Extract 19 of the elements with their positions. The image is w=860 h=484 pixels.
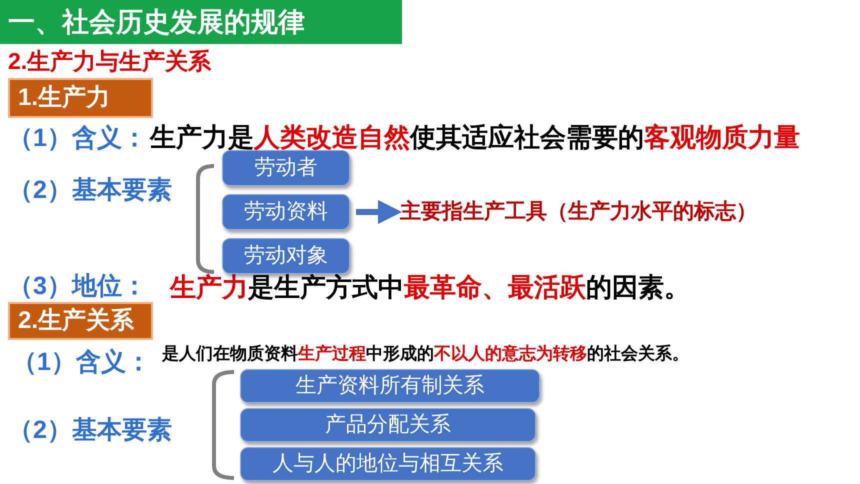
section-header: 1.生产力 <box>8 78 153 118</box>
item-label: （1）含义： <box>12 347 151 378</box>
subheading: 2.生产力与生产关系 <box>8 47 212 76</box>
item-label: （1）含义： <box>8 123 147 154</box>
element-box: 生产资料所有制关系 <box>240 369 540 403</box>
note-text: 主要指生产工具（生产力水平的标志） <box>400 196 840 228</box>
element-box: 产品分配关系 <box>240 408 536 442</box>
element-box: 劳动者 <box>222 150 350 186</box>
element-box: 人与人的地位与相互关系 <box>240 447 536 481</box>
definition-text: 生产力是生产方式中最革命、最活跃的因素。 <box>170 271 690 304</box>
definition-text: 是人们在物质资料生产过程中形成的不以人的意志为转移的社会关系。 <box>162 343 689 365</box>
arrow <box>356 200 402 224</box>
element-box: 劳动资料 <box>222 194 350 230</box>
item-label: （2）基本要素 <box>8 175 172 206</box>
section-header: 2.生产关系 <box>8 302 153 340</box>
item-label: （3）地位： <box>8 271 147 302</box>
item-label: （2）基本要素 <box>8 415 172 446</box>
title-banner: 一、社会历史发展的规律 <box>0 0 402 44</box>
element-box: 劳动对象 <box>222 238 350 274</box>
